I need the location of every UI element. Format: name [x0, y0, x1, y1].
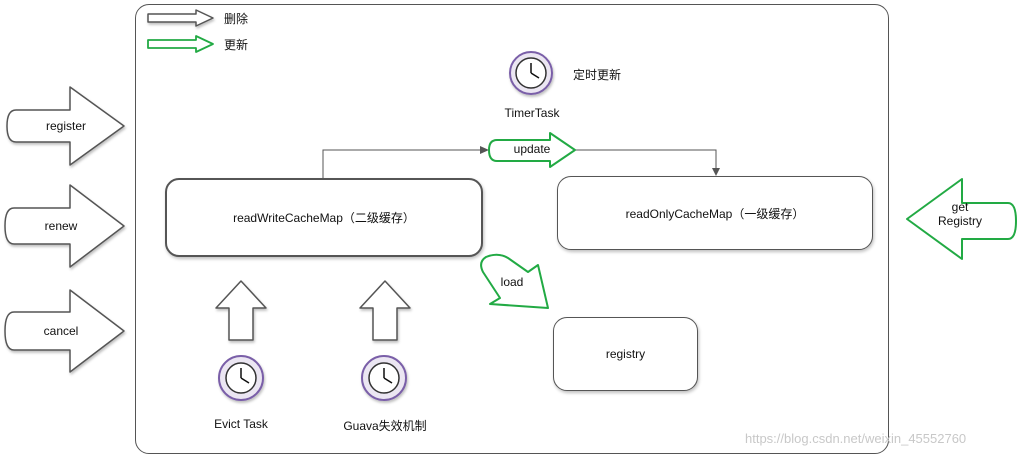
register-arrow — [6, 86, 125, 166]
get-registry-arrow — [906, 178, 1017, 260]
register-label: register — [45, 119, 87, 133]
update-arrow — [488, 132, 576, 168]
load-label: load — [500, 275, 524, 289]
load-arrow — [480, 253, 549, 309]
legend-update-label: 更新 — [224, 38, 249, 52]
registry-arrow-label: Registry — [937, 214, 983, 228]
timer-clock-icon — [509, 51, 553, 95]
timer-name: TimerTask — [504, 106, 560, 120]
outer-frame — [135, 4, 889, 454]
read-only-cache-label: readOnlyCacheMap（一级缓存） — [625, 206, 805, 221]
guava-up-arrow — [359, 280, 411, 341]
registry-label: registry — [605, 347, 646, 361]
update-connector — [322, 149, 480, 178]
watermark: https://blog.csdn.net/weixin_45552760 — [745, 431, 967, 446]
update-label: update — [513, 142, 551, 156]
legend-delete-arrow — [147, 9, 214, 27]
evict-up-arrow — [215, 280, 267, 341]
read-only-cache-box: readOnlyCacheMap（一级缓存） — [557, 176, 873, 250]
evict-task-label: Evict Task — [214, 417, 268, 431]
cancel-arrow — [4, 289, 125, 373]
get-label: get — [951, 200, 969, 214]
cancel-label: cancel — [43, 324, 79, 338]
guava-label: Guava失效机制 — [343, 419, 427, 433]
read-write-cache-label: readWriteCacheMap（二级缓存） — [233, 211, 415, 225]
renew-arrow — [4, 184, 125, 268]
registry-box: registry — [553, 317, 698, 391]
renew-label: renew — [44, 219, 78, 233]
legend-delete-label: 删除 — [224, 12, 249, 26]
evict-clock-icon — [218, 355, 264, 401]
timer-caption: 定时更新 — [573, 68, 622, 82]
read-write-cache-box: readWriteCacheMap（二级缓存） — [165, 178, 483, 257]
legend-update-arrow — [147, 35, 214, 53]
guava-clock-icon — [361, 355, 407, 401]
